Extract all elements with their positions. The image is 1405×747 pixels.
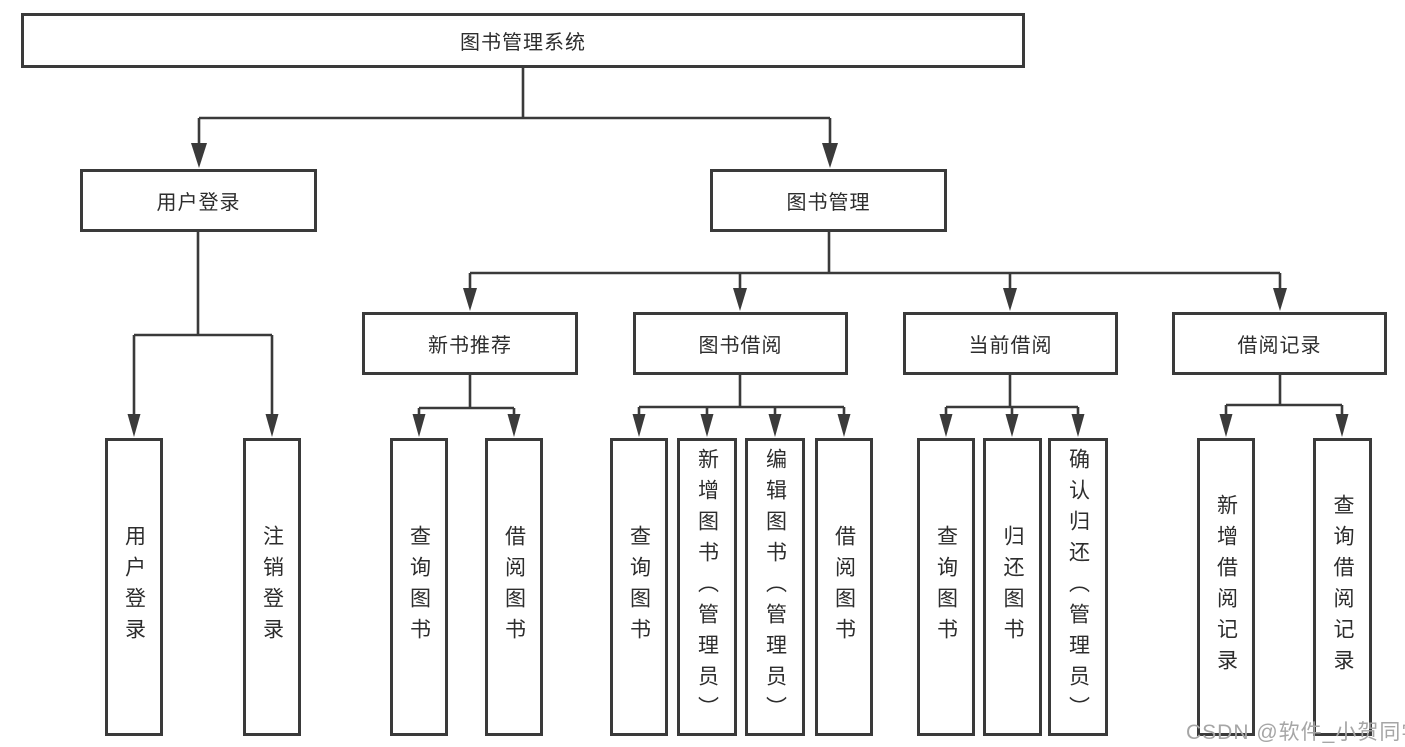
leaf-return-books: 归还图书 xyxy=(983,438,1042,736)
arrow-icon xyxy=(632,414,646,437)
arrow-icon xyxy=(1219,414,1233,437)
leaf-add-books-admin: 新增图书（管理员） xyxy=(677,438,737,736)
leaf-confirm-return-admin: 确认归还（管理员） xyxy=(1048,438,1108,736)
arrowheads xyxy=(127,143,1349,437)
connector-current-borrowing-split xyxy=(944,375,1080,416)
watermark: CSDN @软件_小贺同学 xyxy=(1186,721,1405,744)
arrow-icon xyxy=(837,414,851,437)
leaf-borrowing-query-books: 查询图书 xyxy=(610,438,668,736)
leaf-new-book-query-books: 查询图书 xyxy=(390,438,448,736)
leaf-edit-books-admin: 编辑图书（管理员） xyxy=(745,438,805,736)
arrow-icon xyxy=(822,143,838,168)
arrow-icon xyxy=(733,288,747,311)
leaf-user-login: 用户登录 xyxy=(105,438,163,736)
connector-new-book-split xyxy=(417,375,516,416)
node-book-management: 图书管理 xyxy=(710,169,947,232)
leaf-logout: 注销登录 xyxy=(243,438,301,736)
arrow-icon xyxy=(1071,414,1085,437)
arrow-icon xyxy=(127,414,141,437)
connector-book-borrowing-split xyxy=(637,375,846,416)
node-user-login: 用户登录 xyxy=(80,169,317,232)
arrow-icon xyxy=(412,414,426,437)
connector-borrowing-records-split xyxy=(1224,375,1344,416)
node-new-book-recommendation: 新书推荐 xyxy=(362,312,578,375)
arrow-icon xyxy=(265,414,279,437)
arrow-icon xyxy=(700,414,714,437)
connector-book-management-split xyxy=(468,232,1282,290)
leaf-query-borrow-record: 查询借阅记录 xyxy=(1313,438,1372,736)
leaf-current-query-books: 查询图书 xyxy=(917,438,975,736)
leaf-add-borrow-record: 新增借阅记录 xyxy=(1197,438,1255,736)
arrow-icon xyxy=(1003,288,1017,311)
node-current-borrowing: 当前借阅 xyxy=(903,312,1118,375)
leaf-borrowing-borrow-books: 借阅图书 xyxy=(815,438,873,736)
arrow-icon xyxy=(191,143,207,168)
node-borrowing-records: 借阅记录 xyxy=(1172,312,1387,375)
arrow-icon xyxy=(507,414,521,437)
arrow-icon xyxy=(463,288,477,311)
arrow-icon xyxy=(1273,288,1287,311)
arrow-icon xyxy=(768,414,782,437)
leaf-new-book-borrow-books: 借阅图书 xyxy=(485,438,543,736)
node-book-borrowing: 图书借阅 xyxy=(633,312,848,375)
connector-user-login-split xyxy=(132,232,274,416)
arrow-icon xyxy=(939,414,953,437)
connector-root-split xyxy=(197,68,832,145)
arrow-icon xyxy=(1005,414,1019,437)
arrow-icon xyxy=(1335,414,1349,437)
node-root: 图书管理系统 xyxy=(21,13,1025,68)
